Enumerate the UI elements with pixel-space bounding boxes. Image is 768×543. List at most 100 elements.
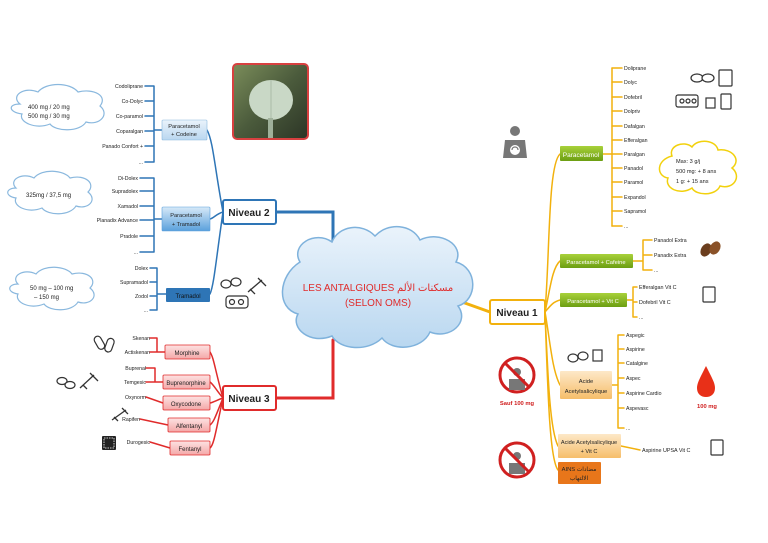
list-item: Panadix Extra <box>654 253 686 259</box>
niveau2-box[interactable] <box>222 199 277 225</box>
codeine-label: Paracetamol <box>168 124 199 130</box>
niveau3-box[interactable] <box>222 385 277 411</box>
blood-drop-icon <box>697 366 715 397</box>
list-item: Co-paramol <box>116 114 143 120</box>
list-item: Co-Dolyc <box>122 99 144 105</box>
list-item: Buprenal <box>125 366 146 372</box>
list-item: Durogesic <box>127 440 151 446</box>
syringe-icon <box>79 372 129 422</box>
capsule-icon <box>93 335 115 353</box>
list-item: Aspevasc <box>626 406 649 412</box>
acide-vitc-box[interactable] <box>558 434 621 458</box>
oxycodone-label: Oxycodone <box>171 402 202 408</box>
center-subtitle: (SELON OMS) <box>345 298 411 309</box>
list-item: Aspec <box>626 376 641 382</box>
tramadol-combo-box[interactable] <box>161 206 211 232</box>
tramadol-combo-label-2: + Tramadol <box>172 222 200 228</box>
acide-label-2: Acetylsalicylique <box>565 389 608 395</box>
forbidden-pregnancy-icon <box>498 441 536 479</box>
fentanyl-box[interactable] <box>169 440 211 456</box>
list-item: Panadol <box>624 166 643 172</box>
morphine-label: Morphine <box>174 351 200 357</box>
list-item: ... <box>144 308 148 314</box>
list-item: Expandol <box>624 195 646 201</box>
codeine-dose-cloud <box>10 83 105 131</box>
acide-vitc-label-2: + Vit C <box>581 449 598 455</box>
dose-text: 500 mg / 30 mg <box>28 114 70 120</box>
buprenorphine-label: Buprenorphine <box>166 381 206 387</box>
niveau1-box[interactable] <box>489 299 546 325</box>
oxycodone-box[interactable] <box>162 395 211 411</box>
sauf-label: Sauf 100 mg <box>500 401 535 407</box>
dose-text: 325mg / 37,5 mg <box>26 193 71 199</box>
cafeine-label: Paracetamol + Cafeine <box>566 260 625 266</box>
list-item: Doliprane <box>624 66 646 72</box>
ains-box[interactable] <box>558 462 601 484</box>
pills-icon <box>56 376 76 390</box>
codeine-box[interactable] <box>161 119 208 141</box>
list-item: ... <box>654 268 658 274</box>
list-item: Paralgan <box>624 152 645 158</box>
list-item: Supramadol <box>120 280 148 286</box>
list-item: Dolex <box>135 266 149 272</box>
list-item: Skenan <box>132 336 150 342</box>
list-item: Panado Confort + <box>102 144 143 150</box>
list-item: Sapramol <box>624 209 646 215</box>
paracetamol-dose-cloud <box>658 140 738 195</box>
list-item: Dofebril <box>624 95 642 101</box>
list-item: Efferalgan Vit C <box>639 285 677 291</box>
pills-icon <box>567 349 603 363</box>
glass-icon <box>702 286 716 303</box>
niveau2-label: Niveau 2 <box>228 208 270 219</box>
connector-niveau3 <box>274 338 335 400</box>
tramadol-box[interactable] <box>166 288 210 302</box>
list-item: ... <box>624 224 628 230</box>
list-item: Dolyc <box>624 80 637 86</box>
cafeine-box[interactable] <box>560 254 633 268</box>
list-item: Dofebril Vit C <box>639 300 671 306</box>
morphine-box[interactable] <box>164 344 211 360</box>
list-item: Aspegic <box>626 333 645 339</box>
list-item: Pradole <box>120 234 138 240</box>
list-item: Xamadol <box>118 204 138 210</box>
dose-text: – 150 mg <box>34 295 59 301</box>
buprenorphine-box[interactable] <box>162 374 211 390</box>
pregnant-woman-icon <box>503 126 527 158</box>
list-item: ... <box>134 250 138 256</box>
glass-icon <box>710 439 724 456</box>
forbidden-pregnancy-icon <box>498 356 536 394</box>
coffee-bean-icon <box>700 241 721 257</box>
connector-niveau1 <box>460 300 492 314</box>
list-item: Efferalgan <box>624 138 648 144</box>
list-item: Temgesic <box>124 380 146 386</box>
list-item: Dafalgan <box>624 124 645 130</box>
list-item: Actiskenan <box>125 350 150 356</box>
list-item: Rapifen <box>122 417 140 423</box>
dose-text: 400 mg / 20 mg <box>28 105 70 111</box>
list-item: Dolpriv <box>624 109 641 115</box>
syringe-icon <box>247 277 267 295</box>
dose-text: 500 mg: + 8 ans <box>676 169 716 175</box>
paracetamol-label: Paracetamol <box>563 152 600 159</box>
tramadol-label: Tramadol <box>175 294 200 300</box>
vitc-box[interactable] <box>560 293 627 307</box>
paracetamol-box[interactable] <box>560 146 603 161</box>
alfentanyl-label: Alfentanyl <box>176 424 202 430</box>
list-item: ... <box>139 160 143 166</box>
acide-box[interactable] <box>560 371 612 399</box>
acide-vitc-label: Acide Acetylsalicylique <box>561 440 617 446</box>
ains-label-2: الالتهاب <box>570 476 589 482</box>
codeine-label-2: + Codeine <box>171 132 197 138</box>
list-item: Oxynorm <box>125 395 146 401</box>
poppy-photo <box>232 63 309 140</box>
acide-label: Acide <box>579 379 594 385</box>
list-item: Planadix Advance <box>97 218 138 224</box>
niveau3-label: Niveau 3 <box>228 394 270 405</box>
pills-icon <box>220 277 249 309</box>
alfentanyl-box[interactable] <box>167 417 211 433</box>
tramadol-combo-label: Paracetamol <box>170 213 201 219</box>
tramadol-combo-dose-cloud <box>7 170 93 215</box>
list-item: ... <box>626 426 630 432</box>
list-item: Catalgine <box>626 361 648 367</box>
list-item: Codoliprane <box>115 84 143 90</box>
